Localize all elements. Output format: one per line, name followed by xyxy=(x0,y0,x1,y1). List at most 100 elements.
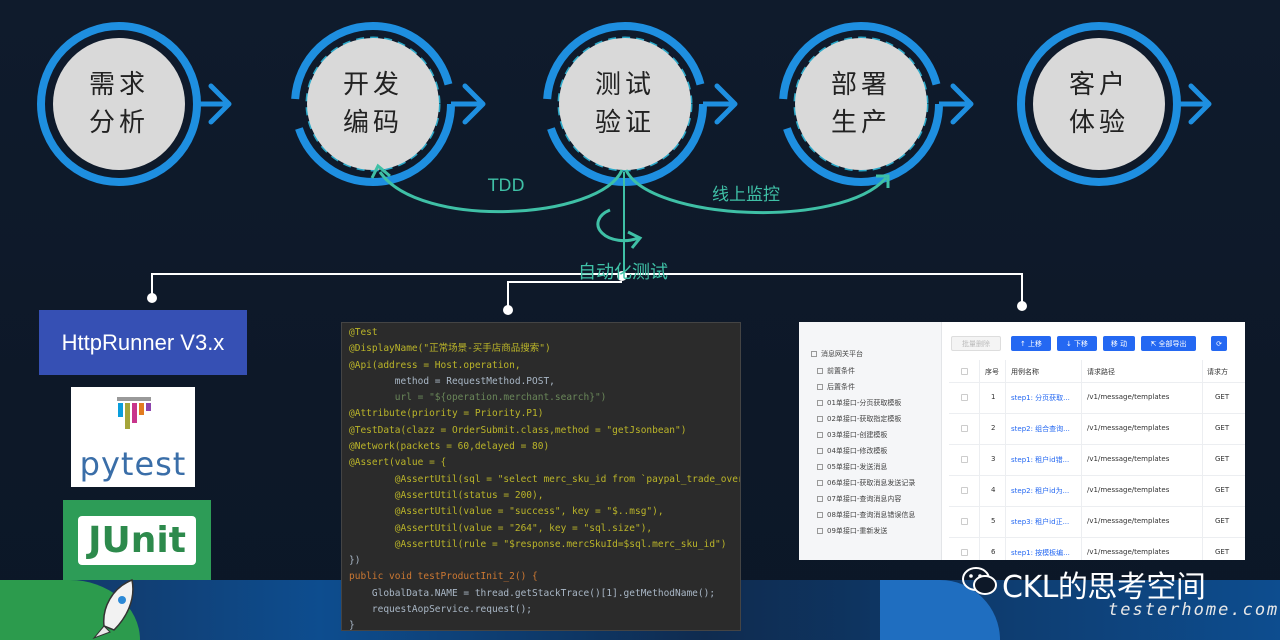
refresh-icon: ⟳ xyxy=(1216,339,1222,348)
stage-label-line1: 需求 xyxy=(88,70,149,100)
row-checkbox[interactable] xyxy=(961,518,968,525)
stage-label-line1: 开发 xyxy=(342,70,403,100)
brand-title: CKL的思考空间 xyxy=(1002,570,1206,605)
tree-root-label: 消息网关平台 xyxy=(821,350,863,358)
row-path: /v1/message/templates xyxy=(1087,393,1170,401)
export-all-label: 全部导出 xyxy=(1158,339,1187,348)
select-all-checkbox[interactable] xyxy=(961,368,968,375)
row-case-name[interactable]: step1: 分页获取... xyxy=(1011,394,1070,402)
row-case-name[interactable]: step1: 按模板编... xyxy=(1011,549,1070,557)
tree-item-label: 06单接口-获取消息发送记录 xyxy=(827,479,916,487)
move-button[interactable]: 移 动 xyxy=(1103,336,1135,351)
code-line: requestAopService.request(); xyxy=(349,604,533,616)
stage-label-line2: 生产 xyxy=(830,108,891,138)
tree-item[interactable]: 02单接口-获取指定模板 xyxy=(817,414,901,424)
row-no: 6 xyxy=(991,548,996,556)
stage-label-line1: 部署 xyxy=(830,70,891,100)
tree-item[interactable]: 前置条件 xyxy=(817,366,855,376)
row-checkbox[interactable] xyxy=(961,456,968,463)
tree-item[interactable]: 03单接口-创建模板 xyxy=(817,430,887,440)
code-line: method = RequestMethod.POST, xyxy=(349,375,555,387)
expand-icon[interactable] xyxy=(817,464,823,470)
stage-deployment: 部署生产 xyxy=(773,16,974,192)
tree-item[interactable]: 09单接口-重新发送 xyxy=(817,526,887,536)
stage-label-line1: 客户 xyxy=(1068,70,1129,100)
column-header-path: 请求路径 xyxy=(1087,368,1115,376)
row-path: /v1/message/templates xyxy=(1087,455,1170,463)
code-line: } xyxy=(349,620,355,631)
tree-item-label: 后置条件 xyxy=(827,383,855,391)
code-line: @AssertUtil(rule = "$response.mercSkuId=… xyxy=(349,538,727,550)
batch-delete-button[interactable]: 批量删除 xyxy=(951,336,1001,351)
monitor-loop-arrow xyxy=(624,169,888,215)
refresh-button[interactable]: ⟳ xyxy=(1211,336,1227,351)
stage-label-line1: 测试 xyxy=(594,70,655,100)
tdd-label: TDD xyxy=(488,176,525,196)
expand-icon[interactable] xyxy=(817,432,823,438)
junit-logo: JUnit xyxy=(63,500,211,580)
move-down-button[interactable]: ↓ 下移 xyxy=(1057,336,1097,351)
expand-icon[interactable] xyxy=(817,496,823,502)
tree-item[interactable]: 后置条件 xyxy=(817,382,855,392)
case-tree: 消息网关平台 前置条件 后置条件 01单接口-分页获取模板 02单接口-获取指定… xyxy=(799,322,942,560)
row-no: 3 xyxy=(991,455,996,463)
row-case-name[interactable]: step2: 组合查询... xyxy=(1011,425,1070,433)
expand-icon[interactable] xyxy=(817,416,823,422)
expand-icon[interactable] xyxy=(817,528,823,534)
stage-label-line2: 体验 xyxy=(1068,108,1129,138)
code-line: public void testProductInit_2() { xyxy=(349,571,538,583)
expand-icon[interactable] xyxy=(817,480,823,486)
tree-item-label: 03单接口-创建模板 xyxy=(827,431,888,439)
expand-icon[interactable] xyxy=(817,512,823,518)
expand-icon[interactable] xyxy=(817,400,823,406)
tree-item[interactable]: 07单接口-查询消息内容 xyxy=(817,494,901,504)
tree-item-label: 前置条件 xyxy=(827,367,855,375)
column-header-method: 请求方 xyxy=(1207,368,1228,376)
tree-item[interactable]: 05单接口-发送消息 xyxy=(817,462,887,472)
tree-item[interactable]: 01单接口-分页获取模板 xyxy=(817,398,901,408)
tree-root[interactable]: 消息网关平台 xyxy=(811,349,863,359)
httprunner-logo: HttpRunner V3.x xyxy=(39,310,247,375)
row-case-name[interactable]: step3: 租户id正... xyxy=(1011,518,1070,526)
stage-label-line2: 编码 xyxy=(342,108,403,138)
move-up-button[interactable]: ↑ 上移 xyxy=(1011,336,1051,351)
collapse-icon[interactable] xyxy=(811,351,817,357)
file-icon xyxy=(817,368,823,374)
tree-item-label: 09单接口-重新发送 xyxy=(827,527,888,535)
file-icon xyxy=(817,384,823,390)
code-line: @Network(packets = 60,delayed = 80) xyxy=(349,441,550,453)
row-no: 1 xyxy=(991,393,996,401)
feedback-loops xyxy=(147,163,1027,315)
case-manager-panel: 消息网关平台 前置条件 后置条件 01单接口-分页获取模板 02单接口-获取指定… xyxy=(799,322,1245,560)
code-line: @Test xyxy=(349,327,378,338)
row-case-name[interactable]: step1: 租户id错... xyxy=(1011,456,1070,464)
tree-item-label: 07单接口-查询消息内容 xyxy=(827,495,902,503)
row-method: GET xyxy=(1215,517,1230,525)
expand-icon[interactable] xyxy=(817,448,823,454)
move-down-label: 下移 xyxy=(1074,339,1089,348)
code-line: url = "${operation.merchant.search}") xyxy=(349,392,607,404)
code-line: @AssertUtil(sql = "select merc_sku_id fr… xyxy=(394,473,740,485)
row-case-name[interactable]: step2: 租户id为... xyxy=(1011,487,1070,495)
tree-item-label: 02单接口-获取指定模板 xyxy=(827,415,902,423)
row-path: /v1/message/templates xyxy=(1087,424,1170,432)
tree-item[interactable]: 04单接口-修改模板 xyxy=(817,446,887,456)
tree-item[interactable]: 08单接口-查询消息错误信息 xyxy=(817,510,915,520)
ring-arrow-icon xyxy=(37,22,232,186)
junit-label: JUnit xyxy=(78,515,196,565)
code-line: GlobalData.NAME = thread.getStackTrace()… xyxy=(349,587,716,599)
code-line: @TestData(clazz = OrderSubmit.class,meth… xyxy=(349,424,687,436)
row-checkbox[interactable] xyxy=(961,549,968,556)
export-all-button[interactable]: ⇱ 全部导出 xyxy=(1141,336,1196,351)
row-checkbox[interactable] xyxy=(961,394,968,401)
tree-item[interactable]: 06单接口-获取消息发送记录 xyxy=(817,478,915,488)
stage-testing: 测试验证 xyxy=(537,16,738,192)
rocket-icon xyxy=(92,578,134,640)
row-method: GET xyxy=(1215,455,1230,463)
code-editor: @Test @DisplayName("正常场景-买手店商品搜索") @Api(… xyxy=(341,322,741,631)
row-checkbox[interactable] xyxy=(961,425,968,432)
row-no: 2 xyxy=(991,424,996,432)
code-line: @AssertUtil(value = "264", key = "sql.si… xyxy=(349,522,653,534)
row-checkbox[interactable] xyxy=(961,487,968,494)
